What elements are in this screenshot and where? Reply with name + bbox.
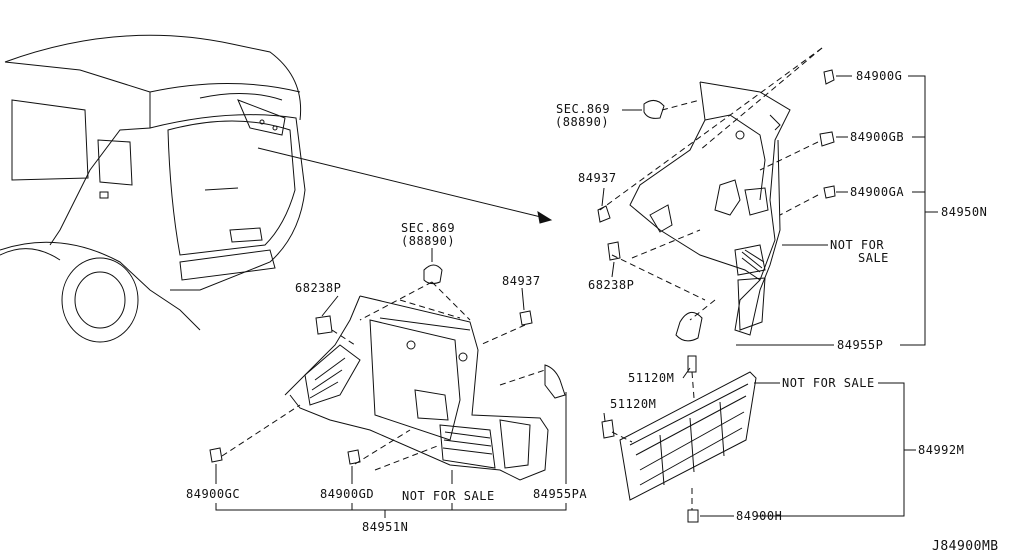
label-sec869-upper: SEC.869 [556, 102, 611, 116]
label-not-for-sale-upper-2: SALE [858, 251, 889, 265]
label-51120m-lower: 51120M [610, 397, 657, 411]
label-84955pa: 84955PA [533, 487, 588, 501]
finisher-dashed-lines [611, 371, 695, 510]
label-84950n: 84950N [941, 205, 988, 219]
finisher-leaders [603, 367, 916, 517]
label-68238p-lower: 68238P [295, 281, 342, 295]
lower-leaders [215, 248, 567, 518]
upper-side-trim [629, 81, 791, 342]
label-not-for-sale-lower: NOT FOR SALE [402, 489, 495, 503]
label-not-for-sale-upper-1: NOT FOR [830, 238, 885, 252]
lower-side-trim [284, 295, 566, 481]
upper-leaders [601, 75, 938, 346]
label-84900ga: 84900GA [850, 185, 905, 199]
label-84992m: 84992M [918, 443, 965, 457]
label-sec869-upper-ref: (88890) [555, 115, 610, 129]
label-sec869-lower: SEC.869 [401, 221, 456, 235]
label-84951n: 84951N [362, 520, 409, 534]
label-84900gc: 84900GC [186, 487, 241, 501]
label-84900g: 84900G [856, 69, 903, 83]
vehicle-outline [0, 34, 306, 343]
upper-clips [597, 69, 836, 261]
lower-dashed-lines [221, 281, 546, 471]
label-not-for-sale-board: NOT FOR SALE [782, 376, 875, 390]
label-68238p-upper: 68238P [588, 278, 635, 292]
rear-finisher [601, 355, 757, 523]
label-84955p: 84955P [837, 338, 884, 352]
upper-dashed-lines [599, 47, 823, 321]
label-sec869-lower-ref: (88890) [401, 234, 456, 248]
label-84900h: 84900H [736, 509, 783, 523]
label-84900gb: 84900GB [850, 130, 905, 144]
lower-clips [209, 264, 533, 465]
label-84900gd: 84900GD [320, 487, 375, 501]
detail-arrow [257, 147, 553, 224]
diagram-code: J84900MB [932, 539, 999, 554]
label-84937-lower: 84937 [502, 274, 541, 288]
label-84937-upper: 84937 [578, 171, 617, 185]
label-51120m-upper: 51120M [628, 371, 675, 385]
